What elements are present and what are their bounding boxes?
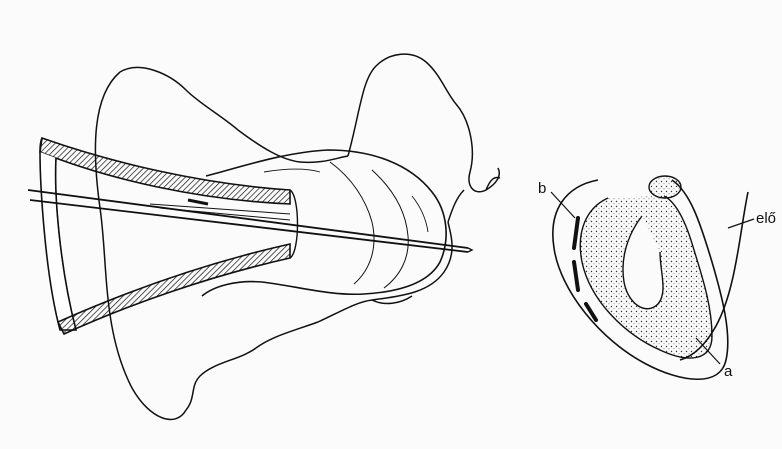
leader-elo — [728, 219, 754, 228]
label-a: a — [724, 364, 732, 379]
leader-b — [551, 192, 575, 218]
outer-tissue-outline — [95, 54, 500, 419]
label-elo: elő — [756, 211, 776, 226]
speculum-instrument — [40, 138, 298, 334]
label-b: b — [538, 181, 546, 196]
uterus-body — [202, 150, 446, 296]
cervix-inset — [551, 176, 754, 379]
